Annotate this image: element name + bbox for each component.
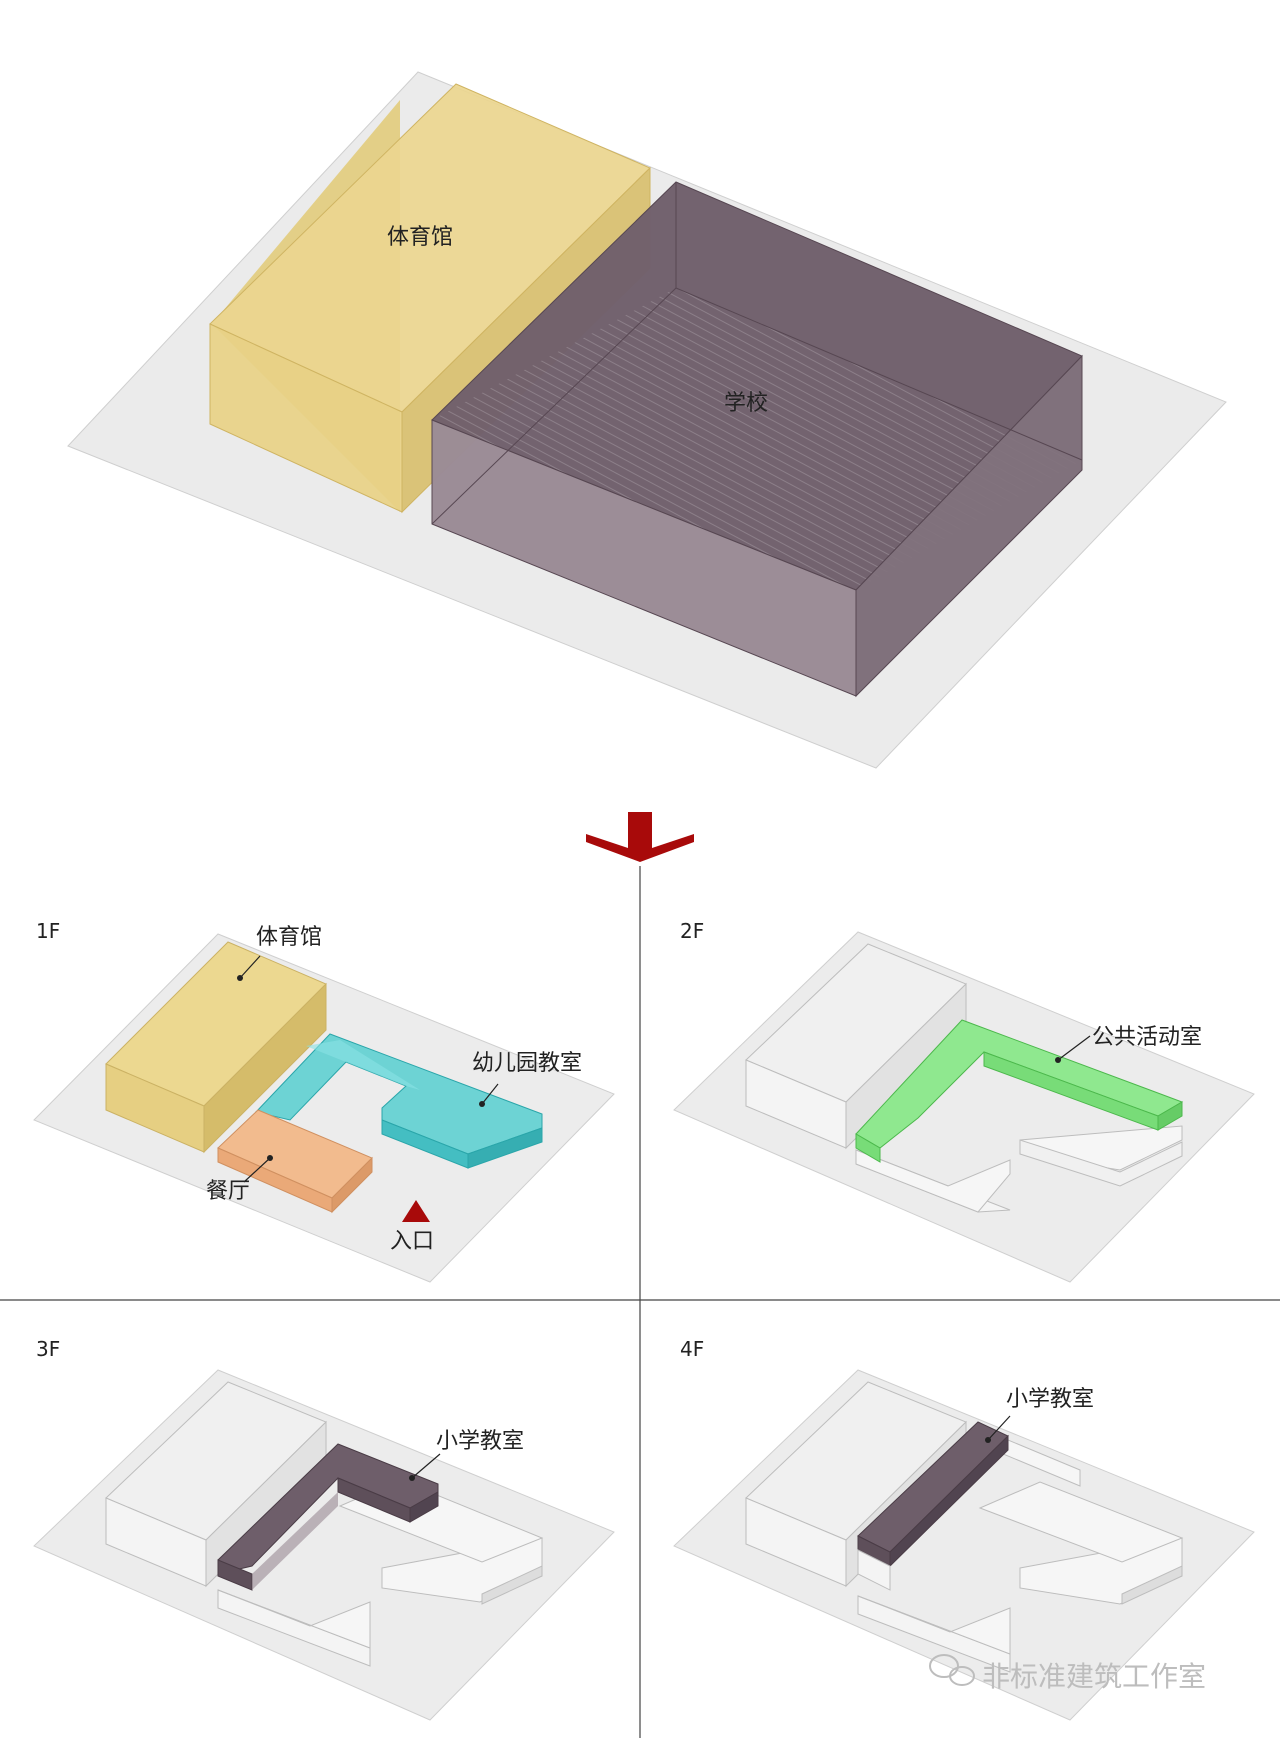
gym-volume-1f (105, 941, 327, 1154)
panel-3f: 3F 小学教室 (33, 1337, 615, 1721)
watermark: 非标准建筑工作室 (929, 1654, 1206, 1693)
base-floors-outline-4f (857, 1429, 1184, 1673)
wechat-icon (929, 1654, 975, 1686)
floor-label-2f: 2F (680, 919, 704, 943)
classroom-volume-4f (857, 1421, 1009, 1591)
gym-label-1f: 体育馆 (256, 925, 322, 950)
main-massing-diagram: 体育馆 学校 (67, 71, 1227, 769)
leader-classroom-3f (411, 1453, 441, 1479)
leader-canteen-1f (243, 1157, 271, 1183)
leader-kindergarten-1f (481, 1083, 499, 1105)
watermark-text: 非标准建筑工作室 (982, 1660, 1206, 1693)
floor-label-3f: 3F (36, 1337, 60, 1361)
canteen-label-1f: 餐厅 (206, 1179, 250, 1204)
main-school-label: 学校 (724, 391, 768, 416)
leader-dot-canteen-1f (267, 1155, 273, 1161)
activity-label-2f: 公共活动室 (1092, 1025, 1202, 1050)
floor-label-1f: 1F (36, 919, 60, 943)
leader-dot-gym-1f (237, 975, 243, 981)
leader-gym-1f (239, 955, 261, 979)
panel-4f: 4F 小学教室 (673, 1337, 1255, 1721)
floor-label-4f: 4F (680, 1337, 704, 1361)
gym-outline-2f (745, 943, 967, 1150)
main-school-volume (431, 181, 1083, 698)
leader-classroom-4f (987, 1415, 1011, 1441)
entrance-triangle-icon (402, 1200, 430, 1222)
classroom-label-4f: 小学教室 (1006, 1387, 1094, 1412)
leader-dot-kindergarten-1f (479, 1101, 485, 1107)
classroom-volume-3f (217, 1443, 439, 1591)
panel-1f: 1F 体育馆 幼儿园教室 (33, 919, 615, 1283)
activity-volume-2f (855, 1019, 1184, 1163)
panel-2f: 2F 公共活动室 (673, 919, 1255, 1283)
leader-dot-classroom-4f (985, 1437, 991, 1443)
canteen-volume-1f (217, 1109, 373, 1214)
kindergarten-volume-1f (255, 1033, 543, 1169)
classroom-label-3f: 小学教室 (436, 1429, 524, 1454)
kindergarten-label-1f: 幼儿园教室 (472, 1051, 582, 1076)
leader-dot-activity-2f (1055, 1057, 1061, 1063)
entrance-label-1f: 入口 (390, 1229, 434, 1254)
main-gym-label: 体育馆 (387, 225, 453, 250)
leader-dot-classroom-3f (409, 1475, 415, 1481)
base-floors-outline-2f (855, 1125, 1183, 1213)
down-arrow-icon (586, 812, 694, 862)
leader-activity-2f (1057, 1035, 1091, 1061)
